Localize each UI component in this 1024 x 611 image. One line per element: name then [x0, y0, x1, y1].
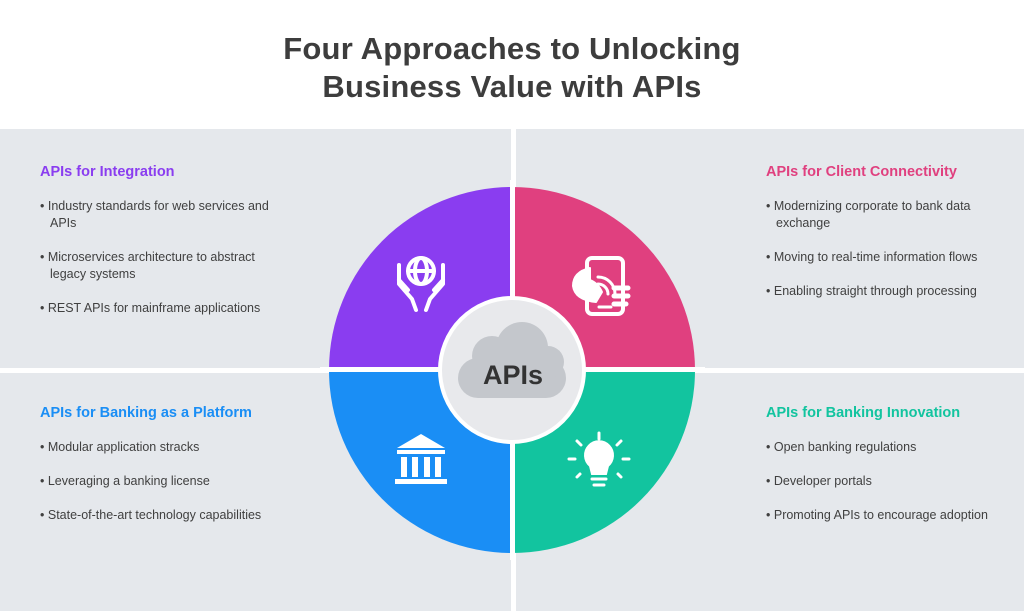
section-heading-innovation: APIs for Banking Innovation — [766, 405, 961, 421]
mobile-phone-icon — [572, 256, 631, 316]
list-item: Microservices architecture to abstract l… — [40, 249, 280, 283]
list-item: Enabling straight through processing — [766, 283, 1006, 300]
section-heading-client: APIs for Client Connectivity — [766, 164, 957, 180]
cloud-icon — [458, 322, 566, 398]
page-title: Four Approaches to Unlocking Business Va… — [0, 30, 1024, 106]
list-item: Developer portals — [766, 473, 1006, 490]
list-item: Moving to real-time information flows — [766, 249, 1006, 266]
list-item: Open banking regulations — [766, 439, 1006, 456]
list-item: Promoting APIs to encourage adoption — [766, 507, 1006, 524]
title-line-1: Four Approaches to Unlocking — [283, 31, 741, 66]
list-item: Leveraging a banking license — [40, 473, 280, 490]
list-innovation: Open banking regulations Developer porta… — [766, 439, 1006, 524]
title-line-2: Business Value with APIs — [322, 69, 702, 104]
center-label: APIs — [483, 360, 543, 390]
list-item: Modular application stracks — [40, 439, 280, 456]
list-item: REST APIs for mainframe applications — [40, 300, 280, 317]
list-client: Modernizing corporate to bank data excha… — [766, 198, 1006, 300]
list-item: State-of-the-art technology capabilities — [40, 507, 280, 524]
section-heading-platform: APIs for Banking as a Platform — [40, 405, 252, 421]
section-banking-innovation: APIs for Banking Innovation Open banking… — [766, 404, 1006, 541]
section-client-connectivity: APIs for Client Connectivity Modernizing… — [766, 163, 1006, 317]
lightbulb-icon — [567, 431, 631, 487]
list-item: Modernizing corporate to bank data excha… — [766, 198, 1006, 232]
list-item: Industry standards for web services and … — [40, 198, 280, 232]
section-integration: APIs for Integration Industry standards … — [40, 163, 280, 334]
section-heading-integration: APIs for Integration — [40, 164, 175, 180]
hands-globe-icon — [397, 256, 445, 312]
list-platform: Modular application stracks Leveraging a… — [40, 439, 280, 524]
bank-building-icon — [395, 434, 447, 484]
list-integration: Industry standards for web services and … — [40, 198, 280, 317]
section-banking-platform: APIs for Banking as a Platform Modular a… — [40, 404, 280, 541]
